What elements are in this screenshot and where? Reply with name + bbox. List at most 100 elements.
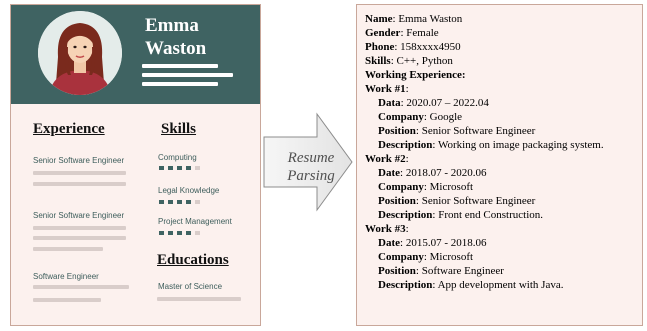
work-date: Date: 2018.07 - 2020.06: [378, 167, 487, 179]
field-value: 158xxxx4950: [400, 41, 461, 53]
field-value: Front end Construction.: [438, 209, 544, 221]
field-key: Company: [378, 251, 424, 263]
work-company: Company: Google: [378, 111, 463, 123]
field-value: Senior Software Engineer: [421, 195, 536, 207]
field-key: Description: [378, 279, 433, 291]
field-key: Date: [378, 167, 400, 179]
field-value: 2018.07 - 2020.06: [405, 167, 487, 179]
skill-level-bar: [159, 231, 200, 235]
education-degree: Master of Science: [158, 282, 223, 291]
field-value: Working on image packaging system.: [438, 139, 604, 151]
field-value: 2020.07 – 2022.04: [406, 97, 489, 109]
parsed-name: Name: Emma Waston: [365, 13, 463, 25]
work-description: Description: App development with Java.: [378, 279, 564, 291]
field-key: Description: [378, 139, 433, 151]
work-description: Description: Working on image packaging …: [378, 139, 604, 151]
job-title: Senior Software Engineer: [33, 211, 125, 220]
skill-dot: [177, 200, 182, 204]
work-date: Data: 2020.07 – 2022.04: [378, 97, 489, 109]
field-key: Description: [378, 209, 433, 221]
skill-label: Computing: [158, 153, 197, 162]
right-arrow-icon: [263, 112, 353, 212]
parsed-phone: Phone: 158xxxx4950: [365, 41, 461, 53]
resume-first-name: Emma: [145, 15, 199, 36]
field-value: App development with Java.: [437, 279, 564, 291]
placeholder-line: [33, 247, 103, 251]
work-company: Company: Microsoft: [378, 251, 474, 263]
field-value: C++, Python: [396, 55, 453, 67]
parsed-gender: Gender: Female: [365, 27, 439, 39]
job-title: Senior Software Engineer: [33, 156, 125, 165]
placeholder-line: [33, 182, 126, 186]
skill-label: Legal Knowledge: [158, 186, 220, 195]
arrow-label-line1: Resume: [287, 150, 335, 166]
skills-heading: Skills: [161, 121, 197, 137]
skill-dot: [168, 231, 173, 235]
header-placeholder-line: [142, 64, 218, 68]
field-key: Position: [378, 195, 416, 207]
skill-dot: [159, 231, 164, 235]
placeholder-line: [33, 171, 126, 175]
skill-dot: [177, 166, 182, 170]
skill-dot: [159, 166, 164, 170]
skill-dot: [195, 200, 200, 204]
field-key: Work #2: [365, 153, 406, 165]
parsed-resume-panel: Name: Emma Waston Gender: Female Phone: …: [356, 4, 643, 326]
field-value: Emma Waston: [398, 13, 463, 25]
skill-level-bar: [159, 200, 200, 204]
placeholder-line: [33, 298, 101, 302]
field-value: Female: [406, 27, 439, 39]
skill-label: Project Management: [158, 217, 232, 226]
placeholder-line: [33, 226, 126, 230]
parsed-skills: Skills: C++, Python: [365, 55, 453, 67]
work-position: Position: Software Engineer: [378, 265, 504, 277]
field-key: Company: [378, 111, 424, 123]
job-title: Software Engineer: [33, 272, 99, 281]
resume-header: Emma Waston: [11, 5, 260, 104]
field-key: Work #3: [365, 223, 406, 235]
avatar: [38, 11, 122, 95]
parsed-experience-header: Working Experience:: [365, 69, 466, 82]
skill-dot: [186, 200, 191, 204]
educations-heading: Educations: [157, 252, 229, 268]
field-value: 2015.07 - 2018.06: [405, 237, 487, 249]
skill-dot: [177, 231, 182, 235]
field-key: Company: [378, 181, 424, 193]
placeholder-line: [157, 297, 241, 301]
field-value: Microsoft: [429, 181, 474, 193]
work-date: Date: 2015.07 - 2018.06: [378, 237, 487, 249]
work-title: Work #3:: [365, 223, 409, 235]
skill-dot: [168, 166, 173, 170]
field-key: Date: [378, 237, 400, 249]
work-description: Description: Front end Construction.: [378, 209, 544, 221]
work-position: Position: Senior Software Engineer: [378, 195, 536, 207]
field-value: Google: [429, 111, 463, 123]
skill-dot: [186, 166, 191, 170]
field-key: Gender: [365, 27, 401, 39]
field-key: Skills: [365, 55, 391, 67]
field-key: Data: [378, 97, 401, 109]
skill-dot: [168, 200, 173, 204]
field-key: Position: [378, 125, 416, 137]
field-key: Name: [365, 13, 393, 25]
field-value: Senior Software Engineer: [421, 125, 536, 137]
skill-dot: [195, 166, 200, 170]
field-value: Microsoft: [429, 251, 474, 263]
field-key: Position: [378, 265, 416, 277]
work-company: Company: Microsoft: [378, 181, 474, 193]
arrow-label-line2: Parsing: [287, 168, 335, 184]
resume-last-name: Waston: [145, 38, 207, 59]
work-title: Work #1:: [365, 83, 409, 95]
header-placeholder-line: [142, 82, 218, 86]
experience-heading: Experience: [33, 121, 105, 137]
woman-portrait-icon: [38, 11, 122, 95]
field-key: Working Experience:: [365, 69, 466, 81]
skill-level-bar: [159, 166, 200, 170]
header-placeholder-line: [142, 73, 233, 77]
skill-dot: [195, 231, 200, 235]
field-key: Phone: [365, 41, 395, 53]
resume-card: Emma Waston Experience Senior Software E…: [10, 4, 261, 326]
resume-name: Emma Waston: [145, 14, 257, 60]
skill-dot: [186, 231, 191, 235]
work-position: Position: Senior Software Engineer: [378, 125, 536, 137]
